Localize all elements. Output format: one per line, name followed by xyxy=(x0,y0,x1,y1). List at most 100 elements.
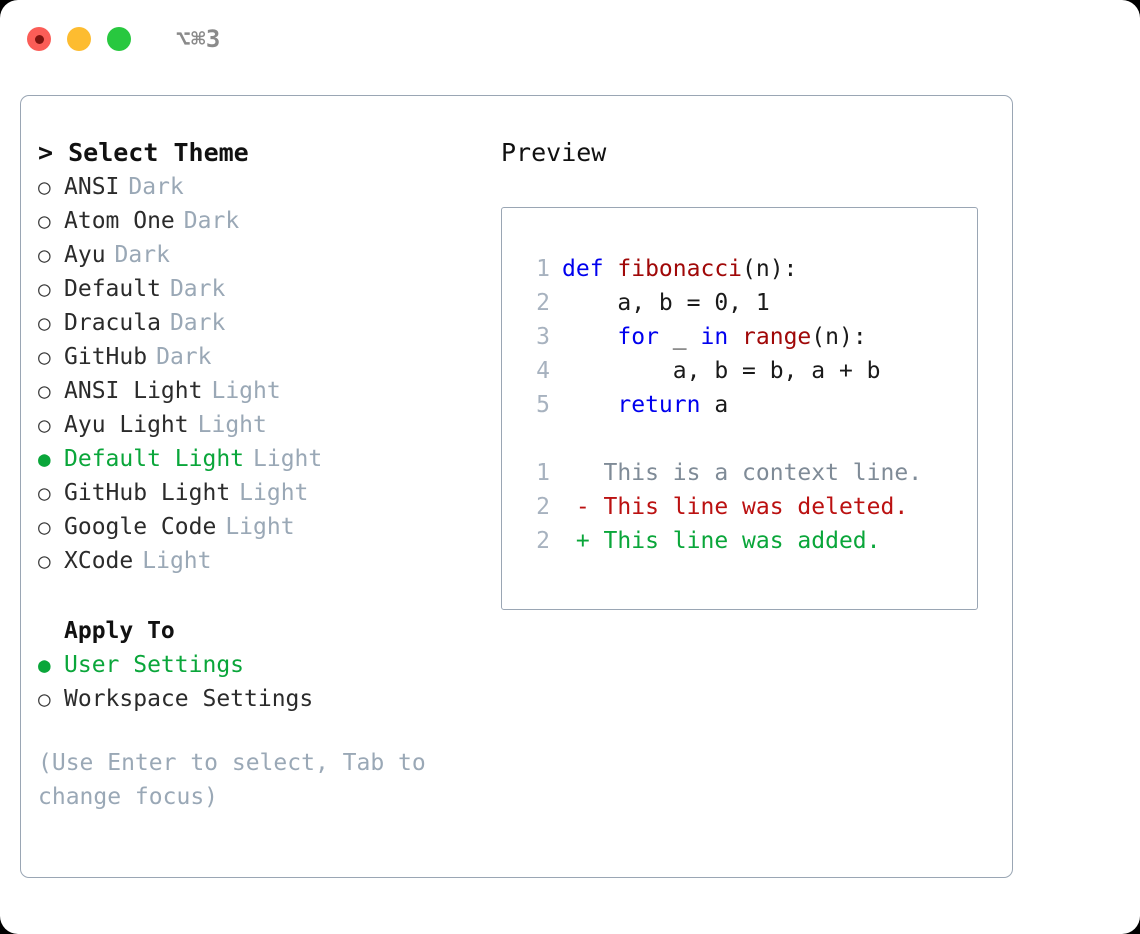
theme-option-label: ANSI xyxy=(64,174,120,200)
select-theme-heading: > Select Theme xyxy=(38,138,249,167)
title-bar: ⌥⌘3 xyxy=(0,0,1140,78)
code-token-fn: range xyxy=(742,324,812,350)
apply-to-marker-placeholder xyxy=(38,614,64,648)
theme-option-0[interactable]: ○ ANSI Dark xyxy=(38,170,468,204)
code-line: 1 def fibonacci(n): xyxy=(516,252,922,286)
radio-unselected-icon[interactable]: ○ xyxy=(38,481,51,505)
theme-variant-tag: Dark xyxy=(169,310,226,336)
code-token-txt: _ xyxy=(658,324,701,350)
code-token-kw: for xyxy=(617,324,659,350)
maximize-window-icon[interactable] xyxy=(107,27,131,51)
code-token-txt: a, b = b, a + b xyxy=(562,358,881,384)
line-number: 2 xyxy=(536,494,550,520)
code-token-txt: (n): xyxy=(742,256,798,282)
radio-unselected-icon[interactable]: ○ xyxy=(38,413,51,437)
apply-to-option-label: Workspace Settings xyxy=(64,686,314,712)
radio-unselected-icon[interactable]: ○ xyxy=(38,345,51,369)
diff-text: This line was added. xyxy=(589,528,881,554)
theme-option-3[interactable]: ○ Default Dark xyxy=(38,272,468,306)
line-number: 1 xyxy=(536,256,550,282)
radio-unselected-icon[interactable]: ○ xyxy=(38,311,51,335)
theme-option-label: Google Code xyxy=(64,514,217,540)
radio-unselected-icon[interactable]: ○ xyxy=(38,687,51,711)
line-number: 1 xyxy=(536,460,550,486)
theme-variant-tag: Light xyxy=(197,412,267,438)
diff-line-ctx: 1 This is a context line. xyxy=(516,456,922,490)
apply-to-option-label: User Settings xyxy=(64,652,245,678)
radio-unselected-icon[interactable]: ○ xyxy=(38,175,51,199)
theme-option-6[interactable]: ○ ANSI Light Light xyxy=(38,374,468,408)
theme-option-label: XCode xyxy=(64,548,134,574)
radio-unselected-icon[interactable]: ○ xyxy=(38,209,51,233)
radio-unselected-icon[interactable]: ○ xyxy=(38,515,51,539)
radio-unselected-icon[interactable]: ○ xyxy=(38,243,51,267)
theme-variant-tag: Dark xyxy=(169,276,226,302)
theme-option-1[interactable]: ○ Atom One Dark xyxy=(38,204,468,238)
theme-option-7[interactable]: ○ Ayu Light Light xyxy=(38,408,468,442)
theme-option-label: Atom One xyxy=(64,208,175,234)
window-controls xyxy=(27,27,131,51)
theme-variant-tag: Dark xyxy=(128,174,184,200)
code-token-fn: fibonacci xyxy=(617,256,743,282)
code-token-txt: a, b = 0, 1 xyxy=(562,290,770,316)
apply-to-option-0[interactable]: ● User Settings xyxy=(38,648,468,682)
theme-variant-tag: Light xyxy=(253,446,323,472)
theme-option-label: Default xyxy=(64,276,161,302)
line-number: 3 xyxy=(536,324,550,350)
line-number: 2 xyxy=(536,528,550,554)
line-number: 2 xyxy=(536,290,550,316)
radio-unselected-icon[interactable]: ○ xyxy=(38,379,51,403)
theme-variant-tag: Light xyxy=(142,548,212,574)
theme-option-label: Ayu Light xyxy=(64,412,189,438)
theme-option-label: ANSI Light xyxy=(64,378,203,404)
apply-to-heading-label: Apply To xyxy=(64,618,175,644)
code-line: 4 a, b = b, a + b xyxy=(516,354,922,388)
radio-unselected-icon[interactable]: ○ xyxy=(38,549,51,573)
code-line: 5 return a xyxy=(516,388,922,422)
theme-option-2[interactable]: ○ Ayu Dark xyxy=(38,238,468,272)
code-blank-line xyxy=(516,422,922,456)
theme-option-label: Default Light xyxy=(64,446,245,472)
apply-to-option-list[interactable]: ● User Settings ○ Workspace Settings xyxy=(38,648,468,716)
theme-variant-tag: Light xyxy=(211,378,281,404)
theme-option-label: GitHub Light xyxy=(64,480,231,506)
diff-line-add: 2 + This line was added. xyxy=(516,524,922,558)
theme-variant-tag: Dark xyxy=(156,344,212,370)
radio-selected-icon[interactable]: ● xyxy=(38,653,51,677)
code-token-kw: in xyxy=(700,324,743,350)
theme-variant-tag: Dark xyxy=(183,208,240,234)
diff-marker: - xyxy=(562,494,590,520)
code-token-txt xyxy=(562,320,617,354)
radio-selected-icon[interactable]: ● xyxy=(38,447,51,471)
section-spacer xyxy=(38,578,468,614)
code-token-kw: def xyxy=(562,256,618,282)
diff-text: This is a context line. xyxy=(589,460,923,486)
keyboard-hint-text: (Use Enter to select, Tab to change focu… xyxy=(38,750,426,810)
line-number: 4 xyxy=(536,358,550,384)
apply-to-heading: Apply To xyxy=(38,614,468,648)
theme-option-11[interactable]: ○ XCode Light xyxy=(38,544,468,578)
theme-option-label: Ayu xyxy=(64,242,106,268)
code-line: 3 for _ in range(n): xyxy=(516,320,922,354)
radio-unselected-icon[interactable]: ○ xyxy=(38,277,51,301)
minimize-window-icon[interactable] xyxy=(67,27,91,51)
theme-option-8[interactable]: ● Default Light Light xyxy=(38,442,468,476)
code-line: 2 a, b = 0, 1 xyxy=(516,286,922,320)
diff-line-del: 2 - This line was deleted. xyxy=(516,490,922,524)
apply-to-option-1[interactable]: ○ Workspace Settings xyxy=(38,682,468,716)
close-window-icon[interactable] xyxy=(27,27,51,51)
theme-variant-tag: Light xyxy=(225,514,295,540)
theme-option-10[interactable]: ○ Google Code Light xyxy=(38,510,468,544)
theme-variant-tag: Dark xyxy=(114,242,170,268)
diff-marker xyxy=(562,456,590,490)
